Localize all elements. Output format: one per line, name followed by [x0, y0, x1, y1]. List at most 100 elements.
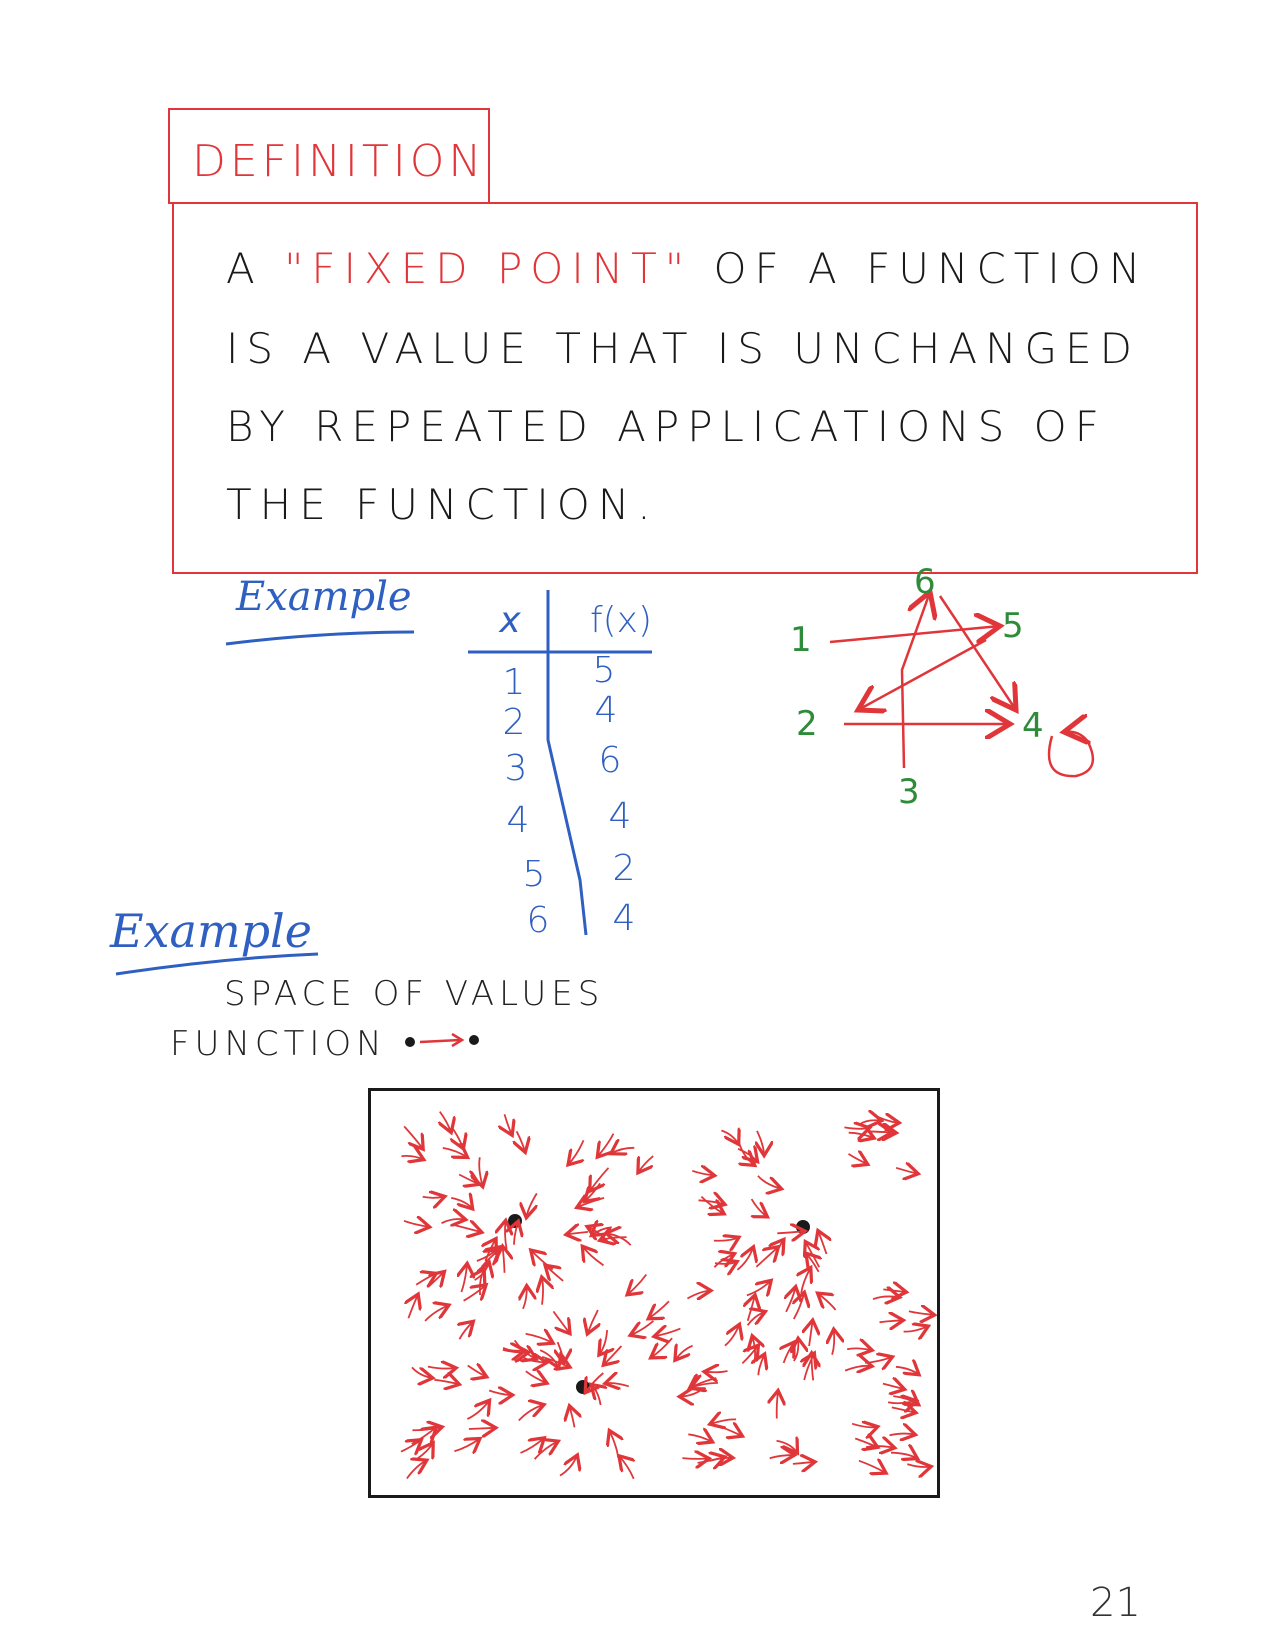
field-arrow: [713, 1237, 739, 1241]
field-arrow: [757, 1130, 764, 1156]
field-arrow: [427, 1272, 444, 1288]
field-arrow: [416, 1443, 433, 1459]
field-arrow: [488, 1391, 512, 1396]
function-text: FUNCTION: [170, 1024, 387, 1064]
field-arrow: [777, 1390, 778, 1419]
definition-line-1-post: OF A FUNCTION: [692, 244, 1149, 293]
field-arrow: [638, 1155, 654, 1173]
table-cell-x: 4: [506, 800, 530, 841]
table-cell-x: 3: [504, 748, 528, 789]
field-arrow: [422, 1196, 445, 1197]
example-2-underline: [115, 952, 319, 976]
table-cell-fx: 4: [612, 898, 636, 939]
field-arrow: [558, 1341, 564, 1363]
example-2-label: Example: [110, 904, 312, 958]
field-arrow: [603, 1345, 623, 1365]
field-arrow: [858, 1461, 886, 1473]
graph-node-2: 2: [796, 704, 818, 744]
table-cell-fx: 2: [612, 848, 636, 889]
field-arrow: [412, 1427, 443, 1430]
field-arrow: [605, 1383, 630, 1386]
field-arrow: [903, 1326, 929, 1332]
field-arrow: [454, 1439, 480, 1452]
field-arrow: [403, 1125, 423, 1149]
field-arrow: [518, 1405, 544, 1422]
field-arrow: [893, 1396, 918, 1405]
field-arrow: [775, 1239, 784, 1260]
table-cell-x: 5: [522, 854, 546, 895]
field-arrow: [801, 1267, 811, 1294]
field-arrow: [427, 1367, 456, 1369]
field-arrow: [872, 1296, 900, 1299]
field-arrow: [591, 1384, 601, 1406]
field-arrow: [467, 1366, 487, 1377]
field-arrow: [895, 1367, 919, 1375]
field-arrow: [720, 1427, 743, 1436]
field-arrow: [517, 1130, 526, 1152]
field-arrow: [713, 1254, 734, 1268]
field-arrow: [737, 1140, 755, 1166]
field-arrow: [479, 1157, 483, 1187]
field-arrow: [505, 1220, 507, 1250]
field-arrow: [513, 1339, 537, 1359]
field-arrow: [736, 1247, 753, 1271]
fixed-point-term: "FIXED POINT": [284, 244, 693, 293]
field-arrow: [784, 1342, 795, 1364]
field-arrow: [525, 1371, 547, 1383]
field-arrow: [769, 1455, 795, 1458]
field-arrow: [714, 1262, 737, 1264]
field-arrow: [577, 1198, 605, 1208]
definition-line-3: BY REPEATED APPLICATIONS OF: [226, 402, 1107, 451]
field-arrow: [844, 1366, 872, 1371]
function-table: x f(x) 1 5 2 4 3 6 4 4 5 2 6 4: [462, 590, 682, 941]
field-arrow: [746, 1312, 766, 1326]
field-arrow: [651, 1337, 673, 1358]
field-arrow: [401, 1156, 424, 1160]
field-arrow: [848, 1154, 868, 1165]
field-arrow: [686, 1291, 711, 1299]
field-arrow: [654, 1329, 681, 1337]
field-arrow: [476, 1247, 500, 1261]
field-arrow: [746, 1280, 771, 1295]
field-arrow: [411, 1366, 433, 1378]
field-arrow: [710, 1419, 737, 1424]
field-arrow: [805, 1242, 819, 1268]
space-of-values-text: SPACE OF VALUES: [224, 974, 605, 1014]
field-arrow: [585, 1372, 604, 1393]
field-arrow: [568, 1139, 584, 1165]
field-arrow: [792, 1462, 815, 1464]
field-arrow: [865, 1357, 892, 1363]
page-number: 21: [1090, 1580, 1141, 1626]
graph-node-1: 1: [790, 620, 812, 660]
field-arrow: [569, 1406, 574, 1428]
field-arrow: [630, 1320, 654, 1335]
field-arrow: [533, 1441, 559, 1460]
table-cell-x: 6: [526, 900, 550, 941]
field-arrow: [463, 1285, 487, 1302]
field-arrow: [721, 1131, 738, 1145]
field-arrow: [776, 1441, 798, 1453]
field-arrow: [406, 1460, 427, 1480]
field-arrow: [434, 1380, 459, 1385]
value-space-box: [368, 1088, 940, 1498]
table-cell-x: 2: [502, 702, 526, 743]
field-arrow: [585, 1182, 601, 1201]
definition-line-1-pre: A: [226, 244, 285, 293]
field-arrow: [609, 1430, 618, 1458]
graph-node-4: 4: [1022, 706, 1044, 746]
fixed-point-dot-1: [508, 1214, 522, 1228]
table-cell-fx: 4: [594, 690, 618, 731]
field-arrow: [466, 1400, 489, 1420]
field-arrow: [424, 1305, 449, 1322]
field-arrow: [757, 1175, 782, 1189]
field-arrow: [526, 1192, 537, 1217]
graph-node-5: 5: [1002, 606, 1024, 646]
field-arrow: [698, 1200, 726, 1204]
table-header-x: x: [499, 600, 521, 641]
example-1-underline: [225, 630, 415, 646]
field-arrow: [442, 1148, 468, 1158]
field-arrow: [741, 1345, 758, 1365]
field-arrow: [692, 1171, 714, 1176]
field-arrow: [908, 1311, 935, 1315]
graph-node-3: 3: [898, 772, 920, 812]
